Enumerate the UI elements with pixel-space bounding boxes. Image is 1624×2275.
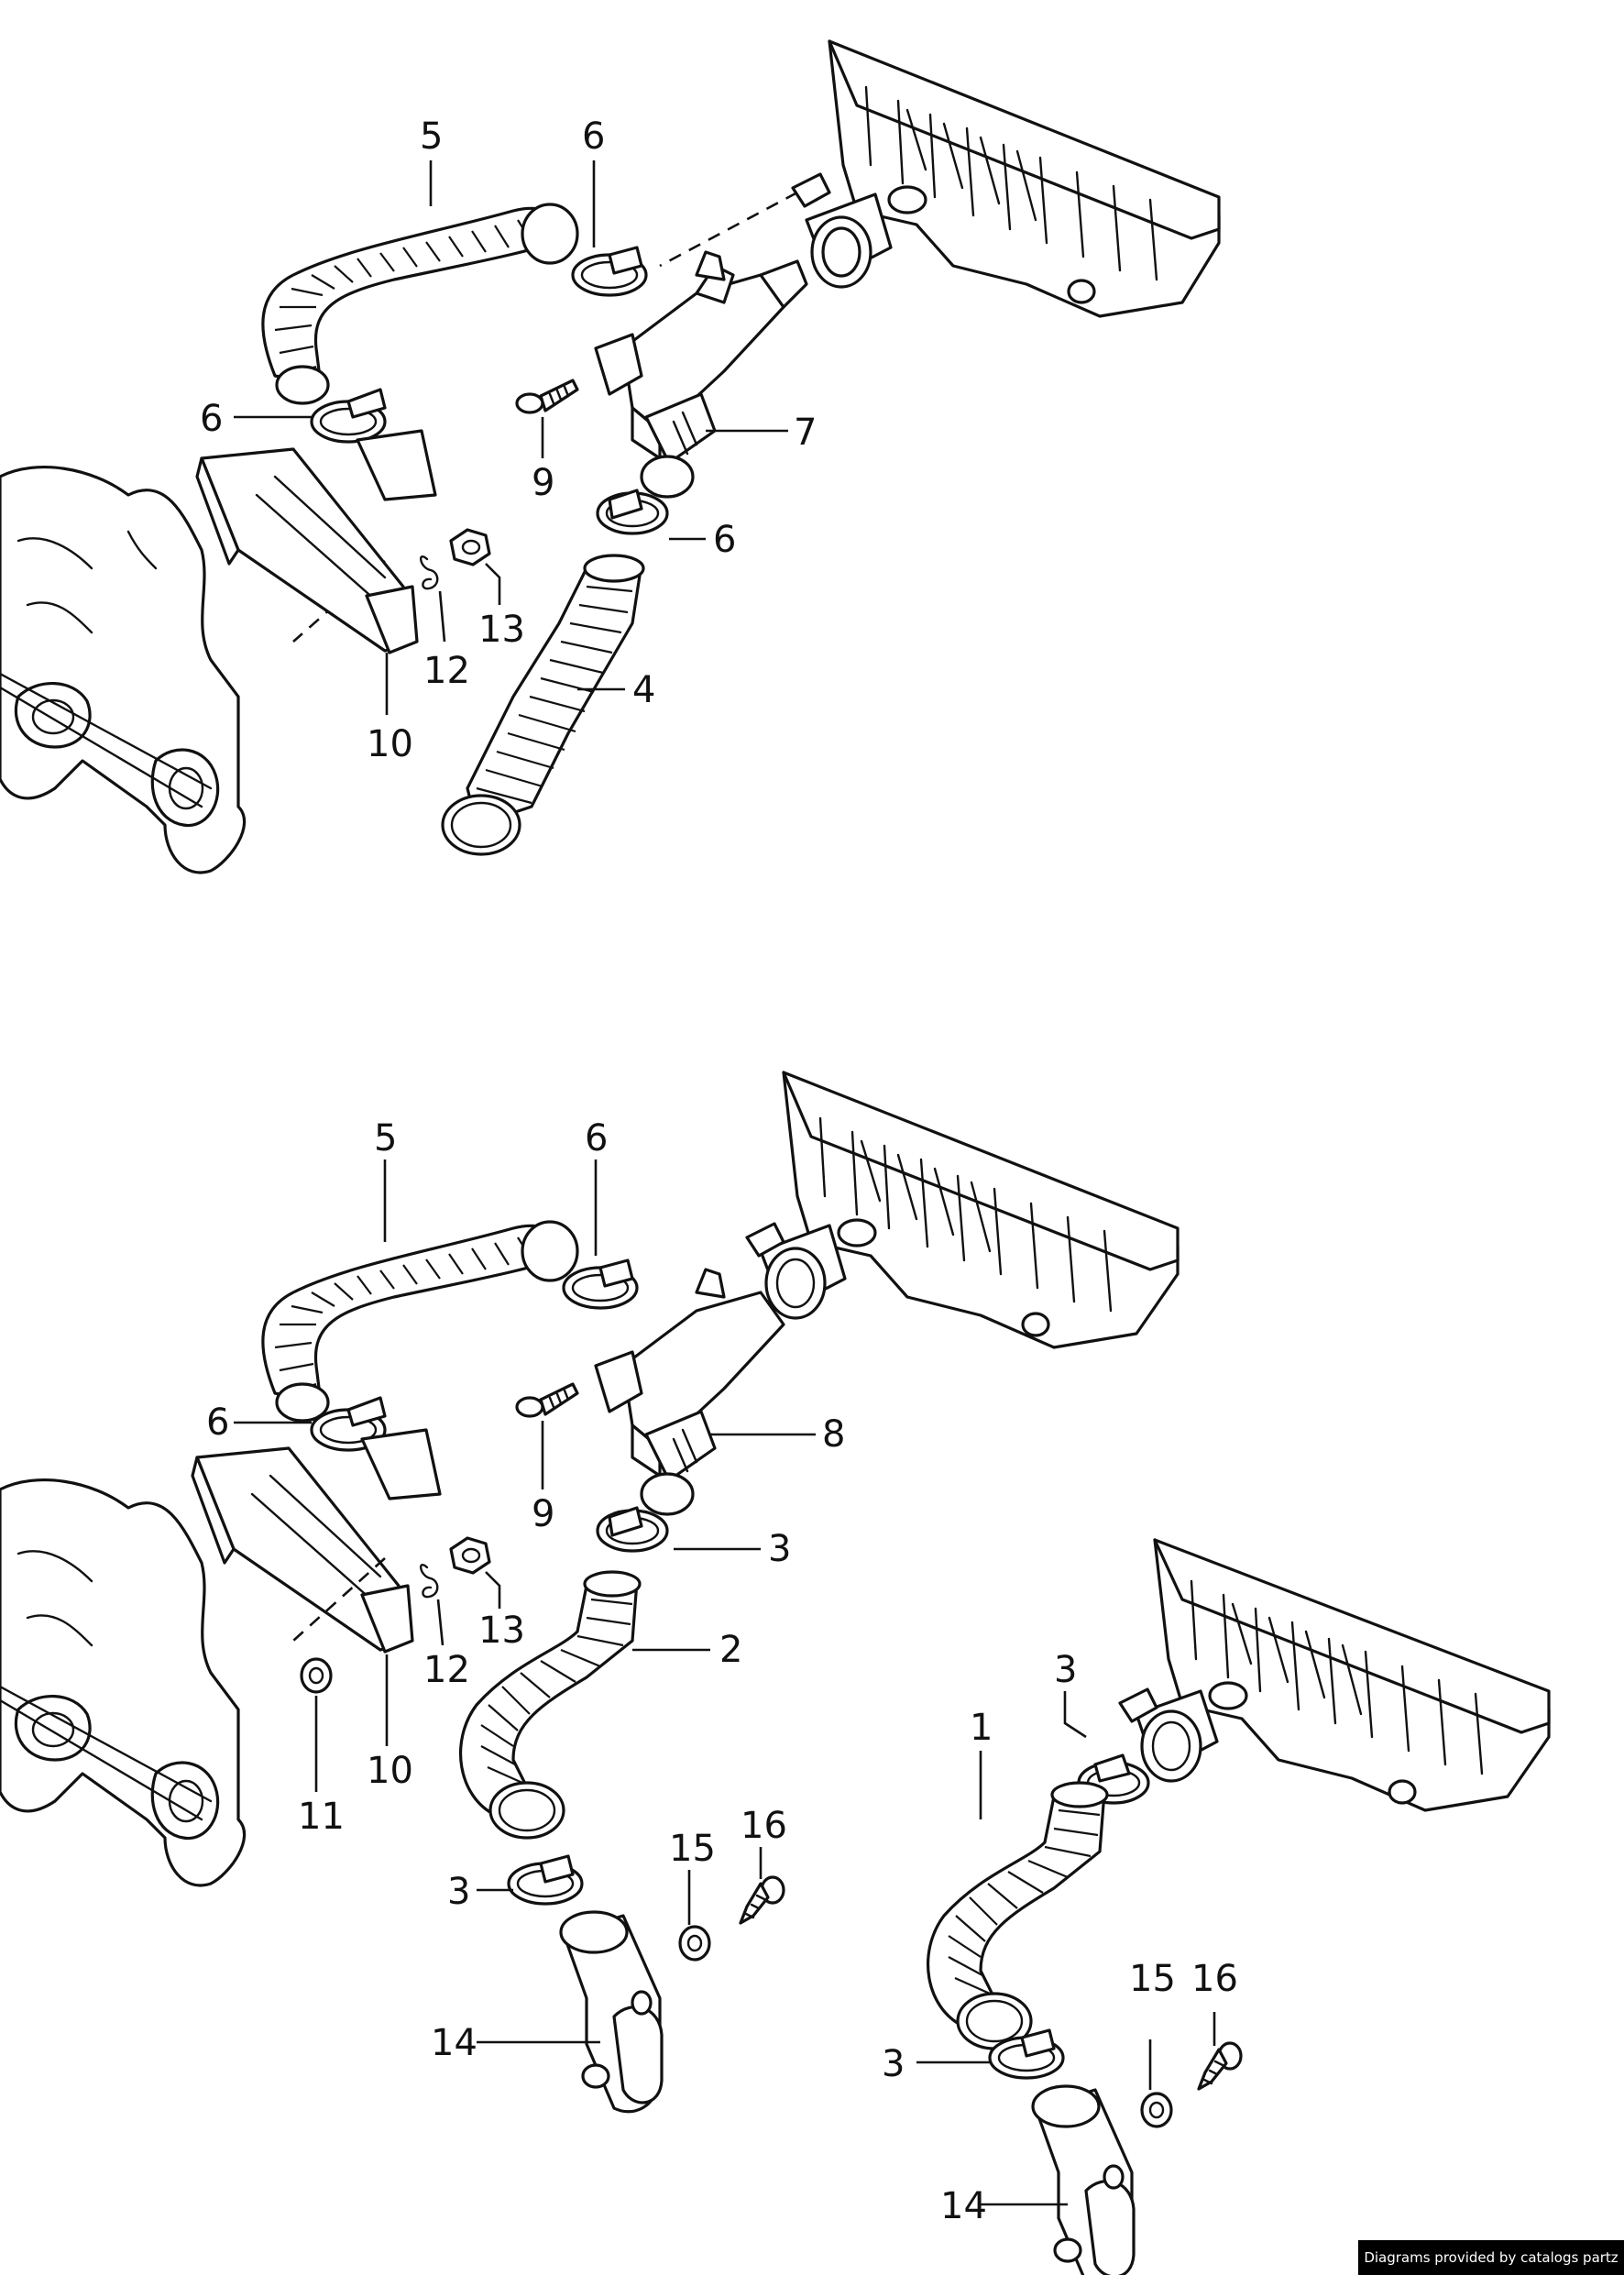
leader-right-3a [1063,1691,1087,1739]
label-right-3a: 3 [1054,1649,1077,1691]
part-6-clamp-mid-a [562,1258,639,1310]
label-right-3b: 3 [882,2043,905,2085]
part-3-clamp-mid-b [507,1854,584,1906]
right-assembly: 3 1 15 16 3 14 [882,1538,1551,2275]
part-5-hose-mid [261,1220,579,1423]
part-7-valve-body [594,250,808,499]
label-mid-6a: 6 [585,1117,608,1159]
air-filter-housing-top [791,39,1221,318]
label-mid-11: 11 [298,1796,345,1838]
part-1-hose-right [926,1781,1109,2050]
part-13-nut-top [449,528,491,566]
part-15-washer-right [1140,2092,1173,2128]
part-2-hose-mid [458,1570,642,1840]
label-mid-12: 12 [423,1649,470,1691]
label-mid-10: 10 [367,1750,413,1792]
leader-top-12 [438,590,446,643]
label-mid-6b: 6 [206,1401,229,1444]
label-right-14: 14 [940,2185,987,2227]
part-8-valve-body [594,1268,785,1516]
part-5-hose-top [261,203,579,405]
label-top-4: 4 [632,669,655,711]
label-right-15: 15 [1129,1958,1176,2000]
part-3-clamp-right-b [988,2028,1065,2080]
label-mid-15: 15 [669,1828,716,1870]
middle-assembly: 5 6 6 8 9 3 13 12 2 11 10 15 16 3 14 [0,1071,1180,2114]
exhaust-manifold-mid [0,1478,247,1887]
label-mid-3: 3 [768,1528,791,1570]
part-12-clip-top [420,555,439,590]
part-16-screw-mid [739,1875,785,1925]
part-11-washer-mid [300,1657,333,1694]
label-top-6b: 6 [200,398,223,440]
leader-top-13 [485,563,501,605]
top-connection-line [292,191,798,643]
part-4-hose-top [441,554,645,856]
air-filter-housing-right [1118,1538,1551,1812]
exhaust-manifold-top [0,466,247,874]
label-top-5: 5 [420,115,443,158]
part-16-screw-right [1197,2041,1243,2091]
part-9-screw-mid [515,1382,579,1418]
part-6-clamp-top-b [310,388,387,444]
label-mid-8: 8 [822,1413,845,1456]
label-mid-14: 14 [431,2022,477,2064]
label-top-10: 10 [367,723,413,765]
part-6-clamp-top-a [571,246,648,297]
part-10-heat-shield-top [195,429,437,654]
label-mid-13: 13 [478,1610,525,1652]
part-12-clip-mid [420,1564,439,1599]
label-top-6a: 6 [582,115,605,158]
label-mid-2: 2 [719,1629,742,1671]
part-9-screw-top [515,379,579,414]
label-top-9: 9 [532,462,554,504]
part-14-elbow-mid [559,1910,664,2114]
label-mid-3b: 3 [447,1871,470,1913]
label-mid-9: 9 [532,1493,554,1535]
air-filter-housing-mid [745,1071,1180,1349]
part-14-elbow-right [1031,2084,1136,2275]
label-mid-5: 5 [374,1117,397,1159]
label-top-13: 13 [478,609,525,651]
label-top-6c: 6 [713,519,736,561]
part-13-nut-mid [449,1536,491,1575]
part-10-heat-shield-mid [191,1428,442,1654]
label-right-16: 16 [1191,1958,1238,2000]
credit-banner: Diagrams provided by catalogs partz [1358,2240,1624,2275]
label-top-7: 7 [794,412,817,454]
top-assembly: 5 6 6 6 7 9 13 12 10 4 [0,39,1221,874]
leader-mid-12 [436,1599,444,1646]
part-15-washer-mid [678,1925,711,1962]
label-mid-16: 16 [741,1805,787,1847]
leader-mid-13 [485,1571,501,1609]
part-6-clamp-top-c [596,489,669,535]
part-3-clamp-mid-a [596,1506,669,1553]
label-right-1: 1 [970,1707,993,1749]
label-top-12: 12 [423,650,470,692]
